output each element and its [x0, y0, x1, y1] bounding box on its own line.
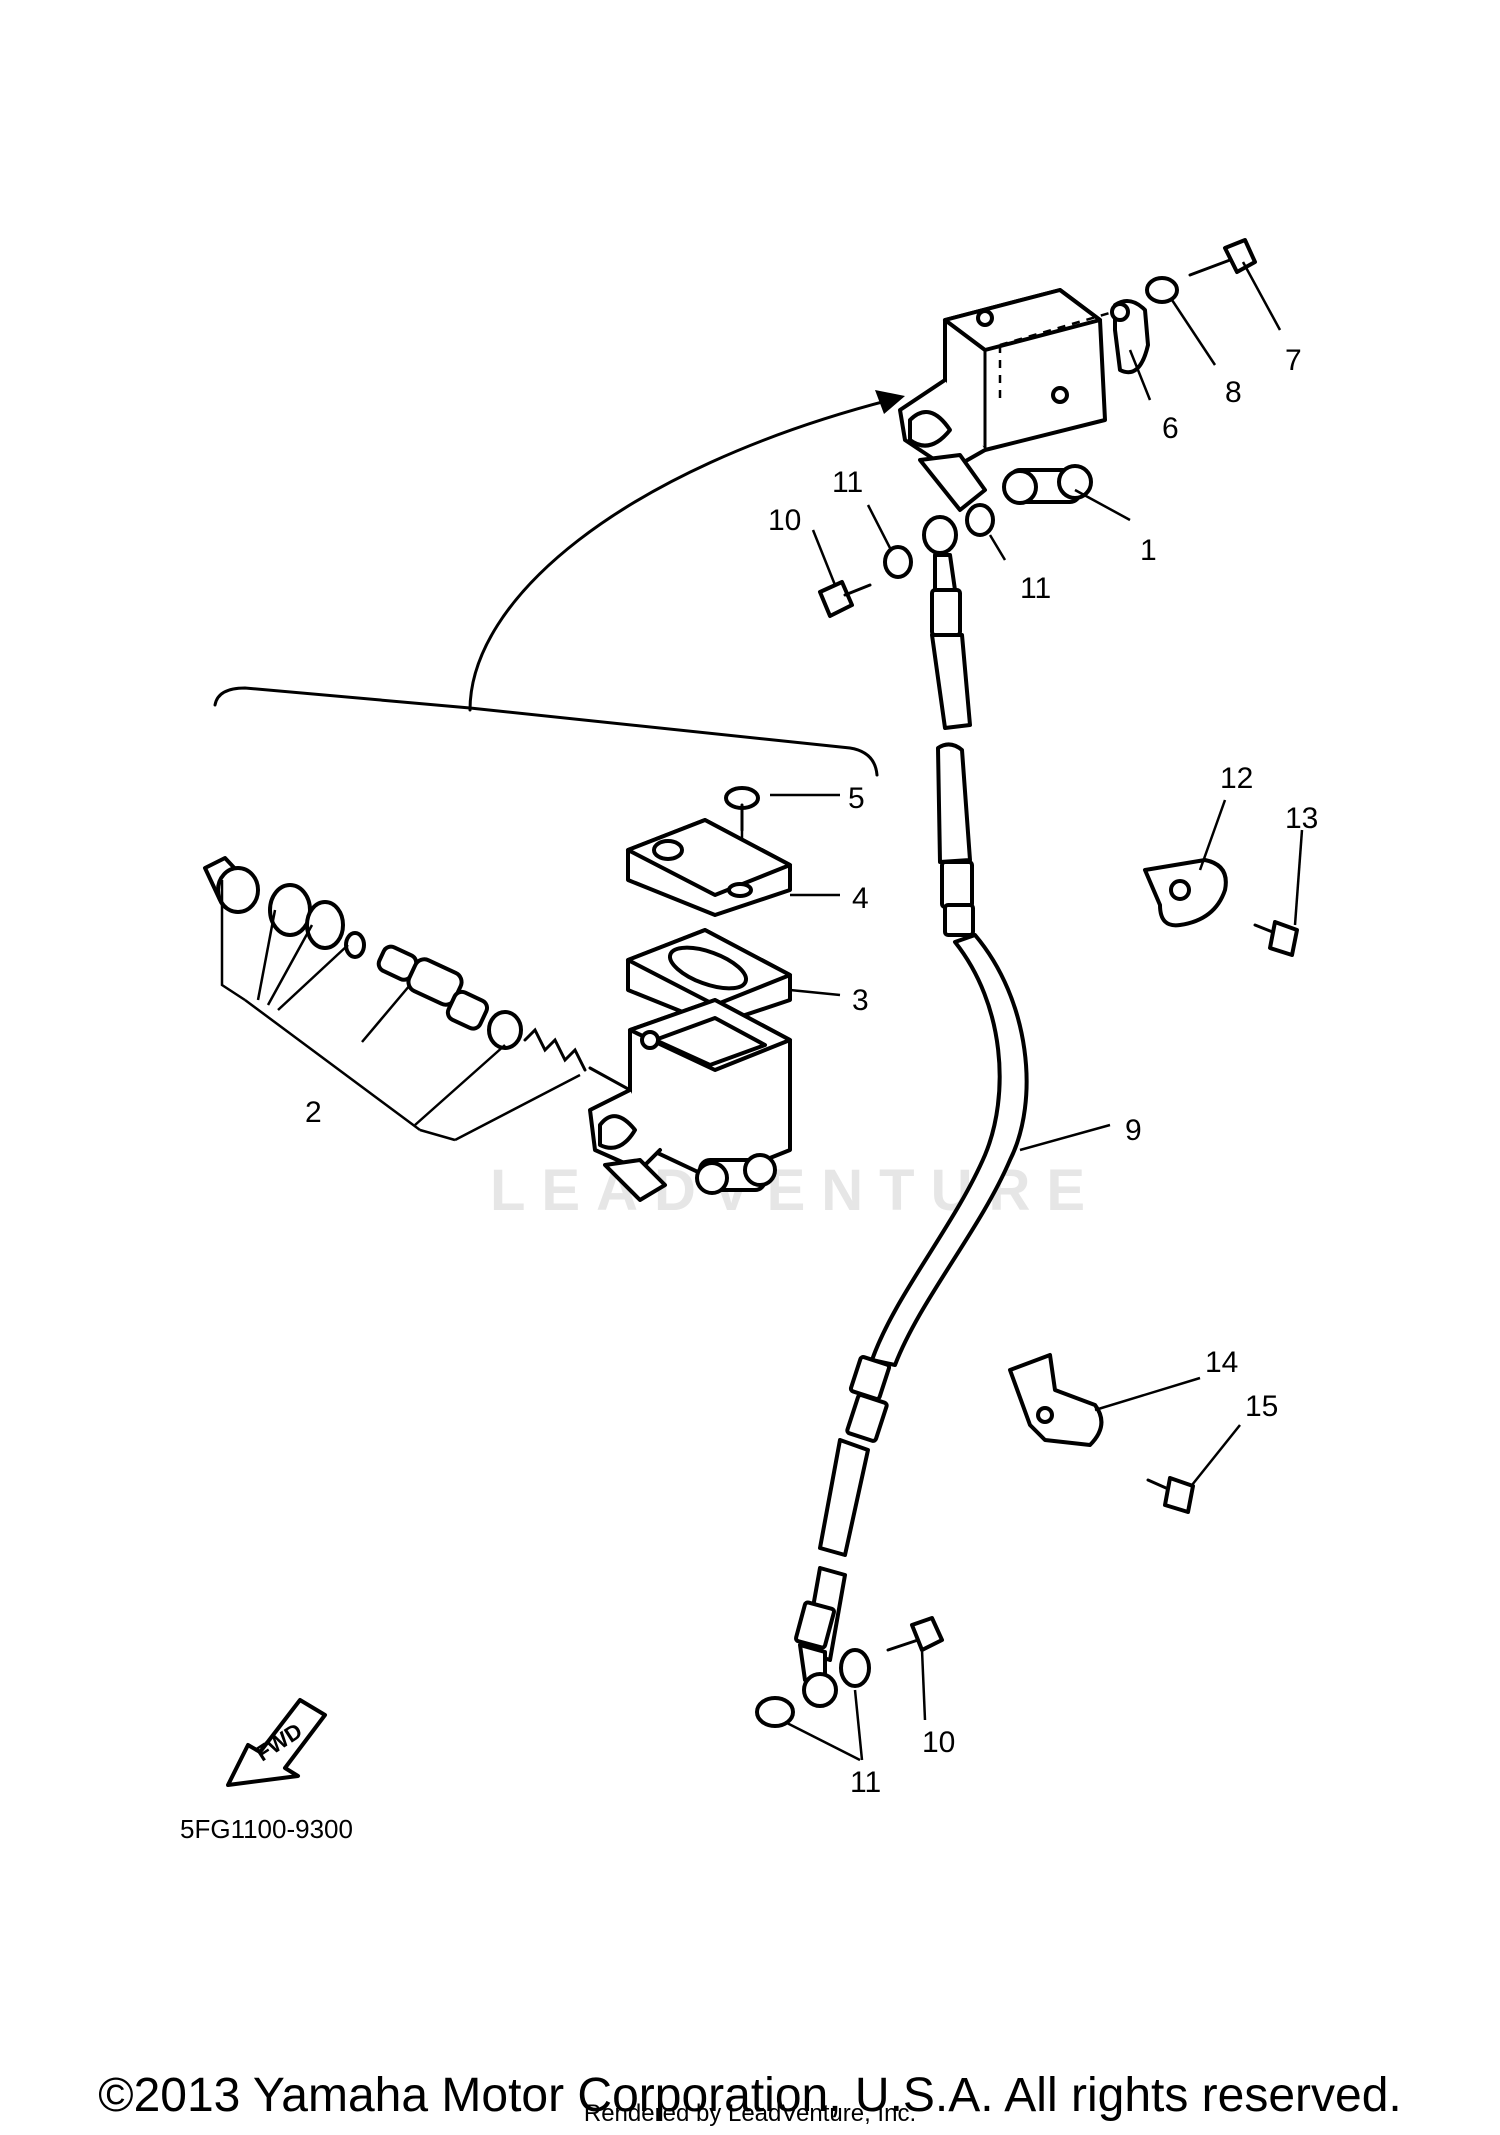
part-number-12: 12 [1220, 762, 1253, 795]
washer-11-lower-left [755, 1696, 795, 1728]
piston-kit-2 [203, 856, 632, 1092]
part-2-leaders [220, 880, 581, 1142]
copyright-notice: ©2013 Yamaha Motor Corporation, U.S.A. A… [98, 2069, 1402, 2122]
callout-arrow [468, 398, 892, 712]
part-number-13: 13 [1285, 802, 1318, 835]
hose-bracket-14-hole [1036, 1406, 1054, 1424]
washer-8 [1145, 276, 1179, 304]
brake-hose [794, 515, 1029, 1708]
washer-11-upper-right [965, 503, 995, 537]
part-number-labels: 1 2 3 4 5 6 7 8 9 10 10 11 11 11 12 13 1… [305, 344, 1318, 1799]
master-cylinder-body [588, 998, 792, 1202]
part-number-10-upper: 10 [768, 504, 801, 537]
clamp-hole [1110, 302, 1130, 322]
hose-bracket-14 [1008, 1353, 1104, 1447]
fwd-arrow: FWD [226, 1698, 327, 1787]
reservoir-cap-4 [626, 818, 792, 917]
cap-screw-5 [724, 786, 760, 832]
master-cylinder-assembly [898, 288, 1121, 512]
hose-clamp-12-hole [1169, 879, 1191, 901]
leader-lines [770, 261, 1304, 1762]
part-number-11-upper-left: 11 [832, 466, 863, 499]
bolt-15 [1146, 1476, 1195, 1514]
watermark-text: LEADVENTURE [490, 1158, 1101, 1223]
callout-arrowhead [875, 390, 905, 414]
exploded-view-bracket [213, 686, 879, 777]
banjo-bolt-10-upper [818, 580, 872, 618]
rendered-by-credit: Rendered by LeadVenture, Inc. [583, 2100, 917, 2127]
part-number-9: 9 [1125, 1114, 1142, 1147]
part-number-11-upper-right: 11 [1020, 572, 1051, 605]
part-number-8: 8 [1225, 376, 1242, 409]
part-number-14: 14 [1205, 1346, 1238, 1379]
diaphragm-3 [626, 928, 792, 1027]
diagram-code: 5FG1100-9300 [180, 1814, 353, 1844]
part-number-4: 4 [852, 882, 869, 915]
part-number-5: 5 [848, 782, 865, 815]
part-number-10-lower: 10 [922, 1726, 955, 1759]
part-number-2: 2 [305, 1096, 322, 1129]
part-number-6: 6 [1162, 412, 1179, 445]
part-number-7: 7 [1285, 344, 1302, 377]
part-number-11-lower: 11 [850, 1766, 881, 1799]
washer-11-upper-left [883, 545, 913, 579]
bolt-7 [1188, 238, 1257, 277]
banjo-bolt-10-lower [886, 1616, 944, 1652]
part-number-15: 15 [1245, 1390, 1278, 1423]
bolt-13 [1253, 920, 1299, 957]
part-number-3: 3 [852, 984, 869, 1017]
part-number-1: 1 [1140, 534, 1157, 567]
washer-11-lower-right [839, 1648, 871, 1688]
